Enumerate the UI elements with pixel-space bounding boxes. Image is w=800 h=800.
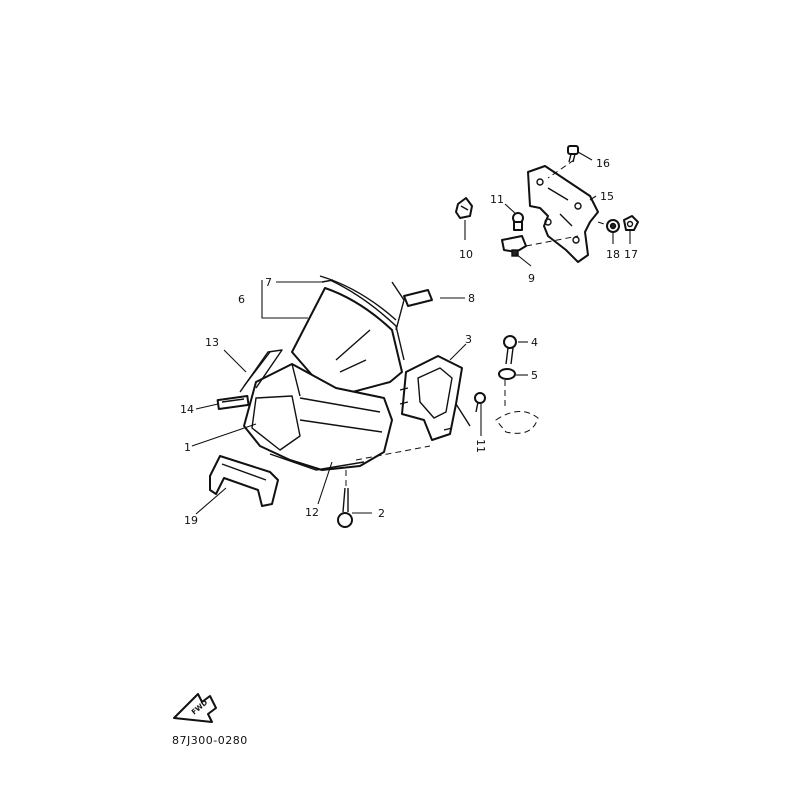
callout-12: 12 (305, 506, 319, 519)
callout-1: 1 (184, 441, 191, 454)
decal-14 (216, 394, 250, 411)
callout-2: 2 (378, 507, 385, 520)
callout-13: 13 (205, 336, 219, 349)
garnish-19 (209, 455, 279, 507)
callout-6: 6 (238, 293, 245, 306)
leader-lines (191, 151, 631, 515)
screw-11-lower (474, 392, 486, 413)
rubber-trim-8 (403, 289, 433, 307)
callout-8: 8 (468, 292, 475, 305)
callout-19: 19 (184, 514, 198, 527)
callouts: 1 2 3 4 5 6 7 8 9 10 11 11 12 13 14 15 1… (180, 157, 638, 527)
drawing-code: 87J300-0280 (172, 734, 248, 747)
screw-11-upper (512, 212, 524, 231)
callout-9: 9 (528, 272, 535, 285)
callout-15: 15 (600, 190, 614, 203)
callout-7: 7 (265, 276, 272, 289)
clip-10 (455, 197, 473, 219)
emblem-13 (239, 349, 283, 393)
bolt-4 (503, 335, 517, 365)
bracket-plate-15 (527, 165, 599, 263)
seal-7 (319, 275, 397, 321)
cowling-1 (243, 363, 393, 471)
bracket-dashed (495, 380, 539, 434)
washer-5 (498, 368, 516, 380)
callout-3: 3 (465, 333, 472, 346)
callout-16: 16 (596, 157, 610, 170)
callout-14: 14 (180, 403, 194, 416)
callout-4: 4 (531, 336, 538, 349)
nut-9 (501, 235, 527, 257)
bolt-16 (567, 145, 579, 163)
callout-18: 18 (606, 248, 620, 261)
callout-10: 10 (459, 248, 473, 261)
callout-17: 17 (624, 248, 638, 261)
grommet-18 (606, 219, 620, 233)
fwd-arrow-icon: FWD (173, 693, 217, 723)
callout-11-lower: 11 (474, 439, 487, 453)
callout-11-upper: 11 (490, 193, 504, 206)
nut-17 (623, 215, 639, 231)
stay-3 (399, 355, 471, 441)
callout-5: 5 (531, 369, 538, 382)
screw-2 (337, 487, 353, 528)
